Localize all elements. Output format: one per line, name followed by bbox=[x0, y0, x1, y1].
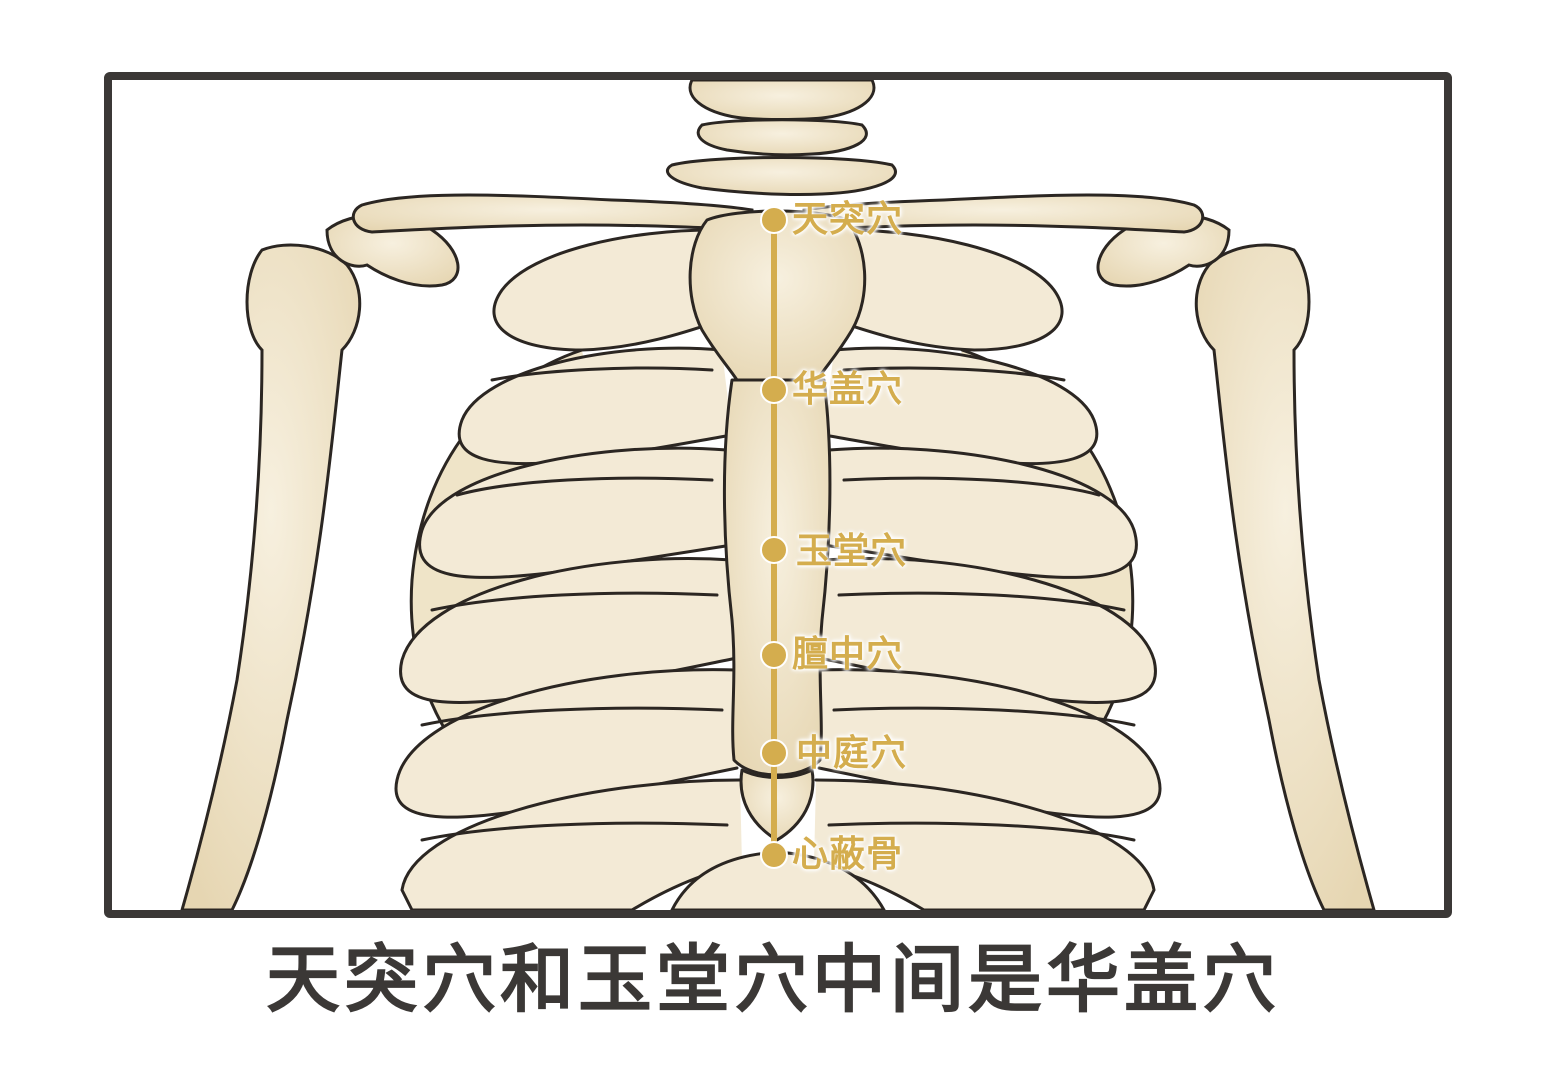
manubrium bbox=[688, 209, 867, 382]
acupoint-dot-danzhong bbox=[760, 641, 788, 669]
acupoint-dots bbox=[760, 206, 788, 869]
sternum-body bbox=[722, 378, 832, 777]
right-arm bbox=[1194, 243, 1376, 910]
acupoint-label-zhongting: 中庭穴 bbox=[796, 733, 908, 774]
acupoint-label-xinbigu: 心蔽骨 bbox=[792, 834, 904, 875]
acupoint-label-tiantu: 天突穴 bbox=[792, 199, 904, 240]
acupoint-label-yutang: 玉堂穴 bbox=[796, 531, 908, 572]
acupoint-dot-xinbigu bbox=[760, 841, 788, 869]
ribs-left bbox=[394, 346, 744, 910]
diagram-caption: 天突穴和玉堂穴中间是华盖穴 bbox=[266, 937, 1280, 1023]
clavicles bbox=[351, 193, 1205, 234]
cervical-vertebrae bbox=[665, 80, 897, 197]
acupoint-label-danzhong: 膻中穴 bbox=[792, 634, 904, 675]
illustration-frame: 天突穴 华盖穴 玉堂穴 膻中穴 中庭穴 心蔽骨 bbox=[104, 72, 1452, 918]
acupoint-dot-yutang bbox=[760, 536, 788, 564]
first-ribs bbox=[492, 228, 1064, 352]
sternum bbox=[688, 209, 867, 842]
ribs-right bbox=[812, 346, 1162, 910]
left-arm bbox=[180, 243, 362, 910]
acupoint-label-huagai: 华盖穴 bbox=[792, 369, 904, 410]
acupoint-dot-zhongting bbox=[760, 739, 788, 767]
acupoint-dot-huagai bbox=[760, 376, 788, 404]
acupoint-dot-tiantu bbox=[760, 206, 788, 234]
skeleton-illustration bbox=[180, 80, 1376, 910]
